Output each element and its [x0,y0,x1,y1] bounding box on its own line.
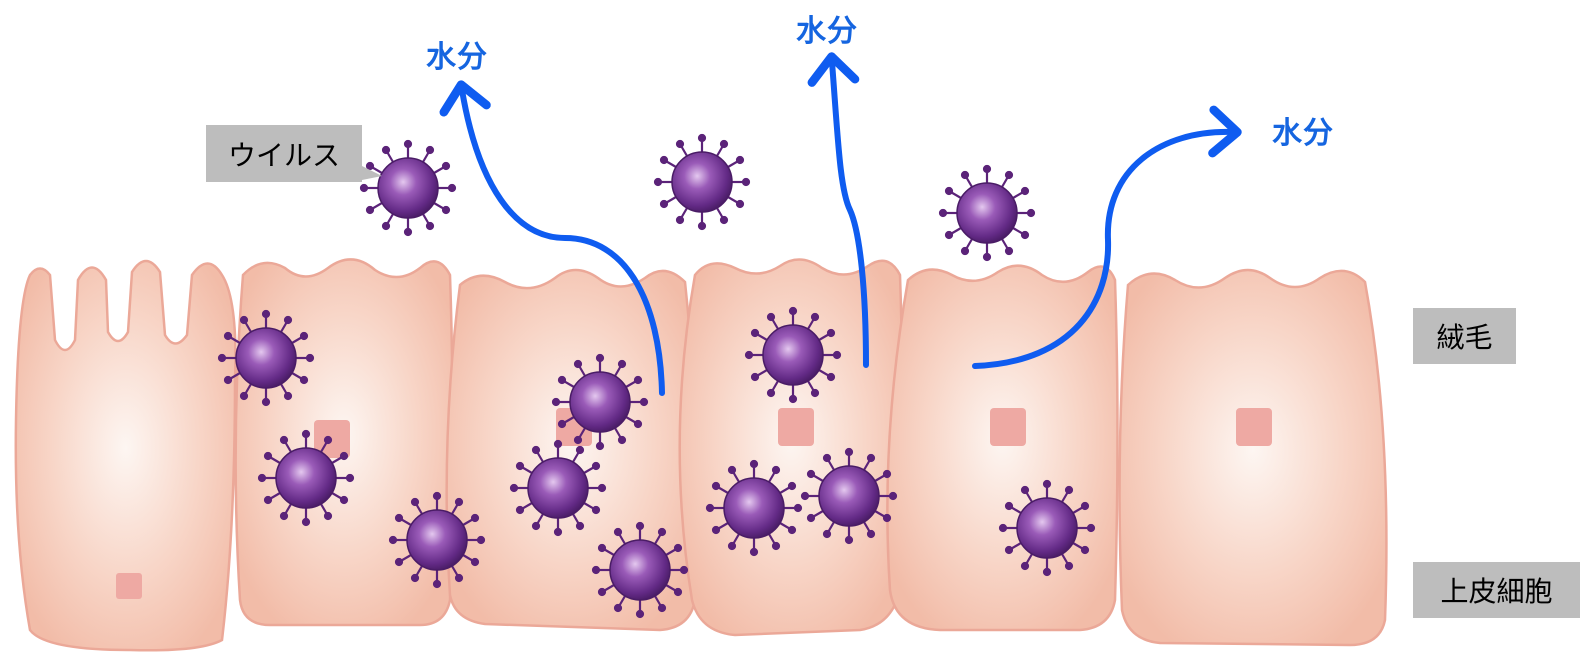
nucleus [778,408,814,446]
virus-icon [655,135,749,229]
virus-icon [361,141,455,235]
epithelial-cell-1 [16,261,236,650]
water-label-3: 水分 [1272,108,1334,152]
nucleus [990,408,1026,446]
epithelial-cells-label: 上皮細胞 [1413,562,1580,618]
villi-label-text: 絨毛 [1436,316,1492,356]
virus-icon [940,166,1034,260]
epithelial-cells-label-text: 上皮細胞 [1440,570,1552,610]
epithelial-cell-6 [1120,270,1387,645]
virus-label: ウイルス [206,125,362,182]
water-label-text: 水分 [796,14,858,49]
water-label-text: 水分 [1272,116,1334,151]
villi-label: 絨毛 [1413,308,1516,364]
water-label-1: 水分 [426,32,488,76]
nucleus [1236,408,1272,446]
water-label-2: 水分 [796,6,858,50]
virus-label-text: ウイルス [228,134,340,174]
water-label-text: 水分 [426,40,488,75]
epithelial-cell-4 [680,259,903,635]
nucleus [116,573,142,599]
